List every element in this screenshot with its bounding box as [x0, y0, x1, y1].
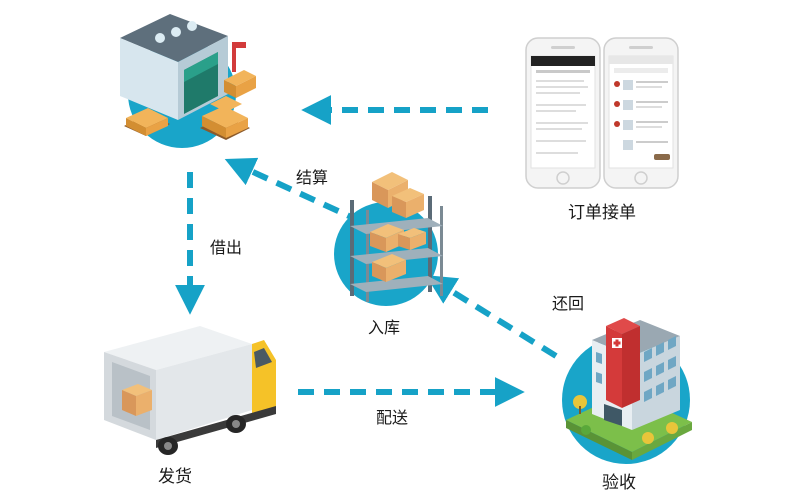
warehouse-node: [120, 14, 256, 148]
order-receipt-node: [525, 37, 679, 189]
delivery-truck-icon: [104, 326, 276, 455]
order-receipt-label: 订单接单: [568, 203, 636, 223]
shipping-label: 发货: [158, 467, 192, 487]
edge-label-settlement: 结算: [296, 168, 329, 187]
storage-node: [334, 172, 443, 306]
edge-label-borrow-out: 借出: [210, 238, 243, 257]
warehouse-icon: [120, 14, 256, 140]
arrow-acceptance-to-storage: [425, 275, 558, 359]
arrows: [175, 95, 558, 407]
acceptance-label: 验收: [602, 473, 636, 493]
hospital-building-icon: [566, 318, 692, 460]
acceptance-node: [562, 318, 692, 464]
edge-label-return: 还回: [552, 294, 585, 313]
storage-label: 入库: [368, 318, 401, 337]
arrow-storage-to-warehouse: [224, 157, 364, 225]
storage-shelf-icon: [350, 172, 443, 302]
smartphones-icon: [525, 37, 679, 189]
shipping-node: [104, 326, 276, 455]
edge-label-delivery: 配送: [376, 408, 409, 427]
